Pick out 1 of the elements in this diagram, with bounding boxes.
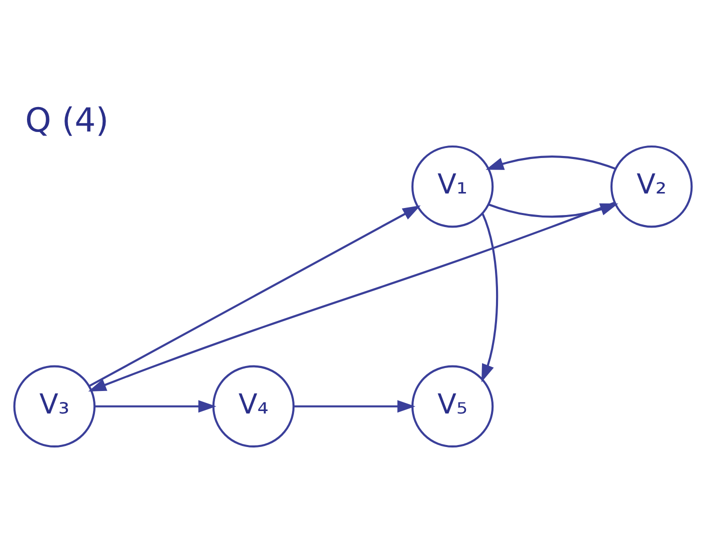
- diagram-title: Q (4): [25, 100, 109, 140]
